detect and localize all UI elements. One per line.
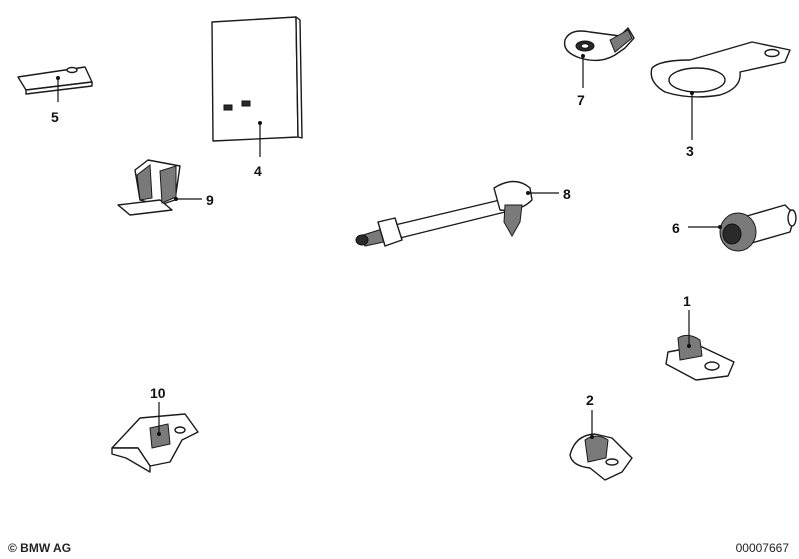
part-6-connector: [688, 204, 797, 252]
callout-4: 4: [254, 163, 262, 179]
callout-6: 6: [672, 220, 680, 236]
callout-9: 9: [206, 192, 214, 208]
part-3-ring-plate: [650, 41, 791, 140]
part-7-grommet: [563, 27, 635, 88]
callout-1: 1: [683, 293, 691, 309]
part-10-bracket: [111, 402, 199, 473]
callout-7: 7: [577, 92, 585, 108]
callout-5: 5: [51, 109, 59, 125]
diagram-number: 00007667: [735, 541, 789, 555]
callout-3: 3: [686, 143, 694, 159]
part-8-cable: [355, 180, 559, 247]
callout-10: 10: [150, 385, 166, 401]
callout-8: 8: [563, 186, 571, 202]
part-9-clip: [117, 159, 202, 216]
part-1-clip: [665, 310, 735, 381]
part-5-plate: [17, 66, 93, 102]
callout-2: 2: [586, 392, 594, 408]
copyright-label: © BMW AG: [8, 541, 72, 555]
part-2-clamp: [569, 410, 633, 481]
part-4-sheet: [211, 16, 303, 157]
